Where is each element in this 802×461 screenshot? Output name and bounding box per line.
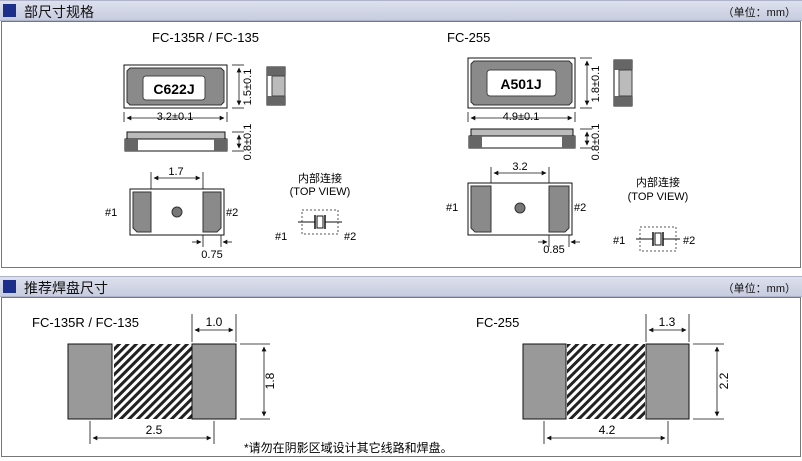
fc255-front-view xyxy=(468,128,592,149)
fc135-dim-width: 3.2±0.1 xyxy=(157,111,194,123)
fc135-connection-title: 内部连接 xyxy=(298,171,342,185)
fc255-dim-width: 4.9±0.1 xyxy=(503,111,540,123)
land-pad-left xyxy=(522,343,567,420)
fc255-pad-pitch: 3.2 xyxy=(512,161,527,173)
fc255-pin1-label: #1 xyxy=(446,202,458,214)
fc135-top-view: C622J xyxy=(123,64,244,122)
fc135-side-view xyxy=(266,66,286,106)
land-fc135-span: 2.5 xyxy=(146,423,163,437)
land-pad-left xyxy=(67,343,113,420)
fc255-conn-pin1: #1 xyxy=(613,235,625,247)
fc135-model-name: FC-135R / FC-135 xyxy=(152,30,259,45)
fc255-conn-pin2: #2 xyxy=(683,235,695,247)
fc135-marking: C622J xyxy=(153,81,194,97)
fc135-conn-pin2: #2 xyxy=(344,231,356,243)
fc135-pad-width: 0.75 xyxy=(201,249,222,261)
section-marker-icon xyxy=(3,4,16,17)
fc255-model-name: FC-255 xyxy=(447,30,490,45)
fc135-pin1-label: #1 xyxy=(105,207,117,219)
land-pattern-drawings: FC-135R / FC-135 1.0 1.8 2.5 FC-255 1.3 … xyxy=(32,314,731,455)
land-fc255-span: 4.2 xyxy=(599,423,616,437)
land-pad-right xyxy=(645,343,690,420)
section-header-dimensions: 部尺寸规格 （单位：mm） xyxy=(0,0,802,21)
fc255-side-view xyxy=(613,59,633,107)
fc255-pin2-label: #2 xyxy=(574,202,586,214)
land-fc135-pattern xyxy=(67,314,270,444)
keepout-area xyxy=(114,344,192,419)
land-fc255-pad-height: 2.2 xyxy=(717,372,731,389)
fc135-pin2-label: #2 xyxy=(226,207,238,219)
fc135-pad-pitch: 1.7 xyxy=(168,166,183,178)
fc135-front-view xyxy=(124,131,244,152)
land-fc135-model-name: FC-135R / FC-135 xyxy=(32,315,139,330)
land-fc255-pad-width: 1.3 xyxy=(659,315,676,329)
fc135-connection-view: (TOP VIEW) xyxy=(290,186,351,198)
land-fc135-pad-width: 1.0 xyxy=(206,315,223,329)
land-pad-right xyxy=(191,343,237,420)
section-marker-icon xyxy=(3,280,16,293)
fc135-dim-thickness: 0.8±0.1 xyxy=(242,124,254,161)
fc255-dim-thickness: 0.8±0.1 xyxy=(590,124,602,161)
fc255-connection-symbol xyxy=(636,226,680,252)
keepout-note: *请勿在阴影区域设计其它线路和焊盘。 xyxy=(244,440,453,455)
section-title: 推荐焊盘尺寸 xyxy=(24,280,108,296)
section-header-land-pattern: 推荐焊盘尺寸 （单位：mm） xyxy=(0,276,802,297)
fc255-connection-view: (TOP VIEW) xyxy=(628,191,689,203)
fc135-conn-pin1: #1 xyxy=(275,231,287,243)
fc255-connection-title: 内部连接 xyxy=(636,175,680,189)
unit-label: （单位：mm） xyxy=(722,283,796,295)
fc255-dim-height: 1.8±0.1 xyxy=(590,66,602,103)
land-pattern-panel: FC-135R / FC-135 1.0 1.8 2.5 FC-255 1.3 … xyxy=(1,297,801,457)
dimension-drawings: C622J FC-135R / FC-135 3.2±0.1 1.5±0.1 0… xyxy=(105,30,695,261)
fc135-connection-symbol xyxy=(298,209,342,235)
section-title: 部尺寸规格 xyxy=(24,4,94,20)
keepout-area xyxy=(567,344,645,419)
dimensions-panel: C622J FC-135R / FC-135 3.2±0.1 1.5±0.1 0… xyxy=(1,21,801,268)
fc255-top-view: A501J xyxy=(467,57,592,122)
fc135-bottom-view xyxy=(129,172,232,247)
land-fc255-model-name: FC-255 xyxy=(476,315,519,330)
fc135-dim-height: 1.5±0.1 xyxy=(242,69,254,106)
fc255-bottom-view xyxy=(467,167,580,247)
fc255-marking: A501J xyxy=(500,76,541,92)
fc255-pad-width: 0.85 xyxy=(543,244,564,256)
land-fc255-pattern xyxy=(522,314,724,444)
unit-label: （单位：mm） xyxy=(722,7,796,19)
land-fc135-pad-height: 1.8 xyxy=(263,372,277,389)
